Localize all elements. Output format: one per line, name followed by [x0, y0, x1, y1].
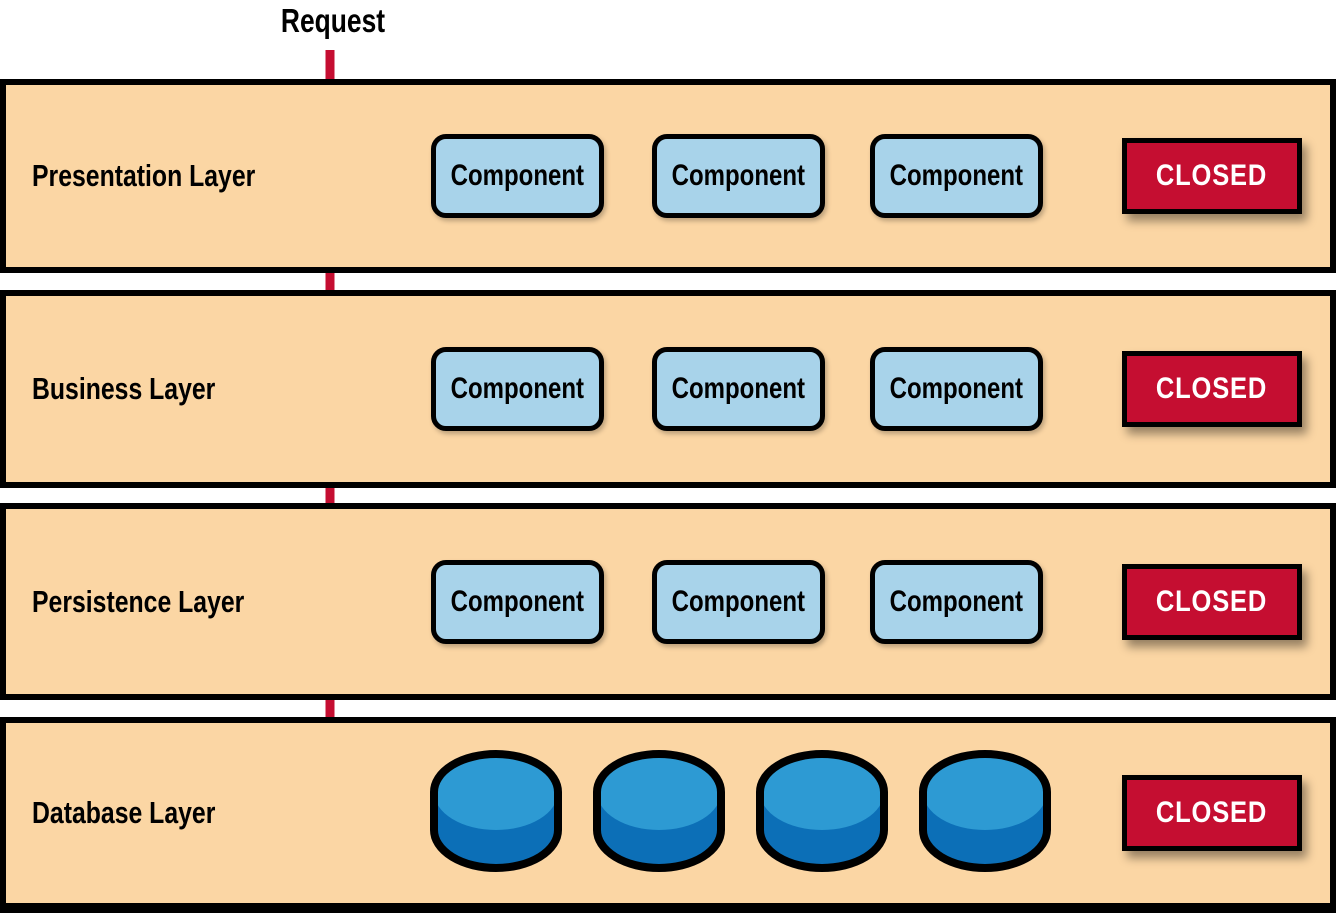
closed-status-badge: CLOSED: [1122, 351, 1302, 427]
layer-persistence-label: Persistence Layer: [32, 583, 245, 619]
component-box: Component: [431, 134, 604, 218]
database-cylinder-icon: [593, 750, 725, 872]
layer-database: Database Layer CLOSED: [0, 717, 1336, 913]
layer-presentation: Presentation Layer Component Component C…: [0, 79, 1336, 273]
closed-status-badge: CLOSED: [1122, 775, 1302, 851]
request-label-text: Request: [280, 2, 386, 39]
layer-business: Business Layer Component Component Compo…: [0, 290, 1336, 488]
layer-database-label: Database Layer: [32, 795, 216, 830]
component-box: Component: [431, 347, 604, 431]
component-box: Component: [652, 347, 825, 431]
component-box: Component: [431, 559, 604, 644]
database-cylinder-icon: [756, 750, 888, 872]
component-box: Component: [652, 134, 825, 218]
closed-status-badge: CLOSED: [1122, 563, 1302, 640]
layer-presentation-label: Presentation Layer: [32, 158, 256, 193]
request-label: Request: [268, 2, 398, 40]
layer-persistence: Persistence Layer Component Component Co…: [0, 503, 1336, 700]
layer-business-label: Business Layer: [32, 371, 216, 406]
component-box: Component: [870, 559, 1043, 644]
component-box: Component: [652, 559, 825, 644]
component-box: Component: [870, 134, 1043, 218]
closed-status-badge: CLOSED: [1122, 138, 1302, 214]
database-cylinder-icon: [919, 750, 1051, 872]
database-cylinder-icon: [430, 750, 562, 872]
component-box: Component: [870, 347, 1043, 431]
